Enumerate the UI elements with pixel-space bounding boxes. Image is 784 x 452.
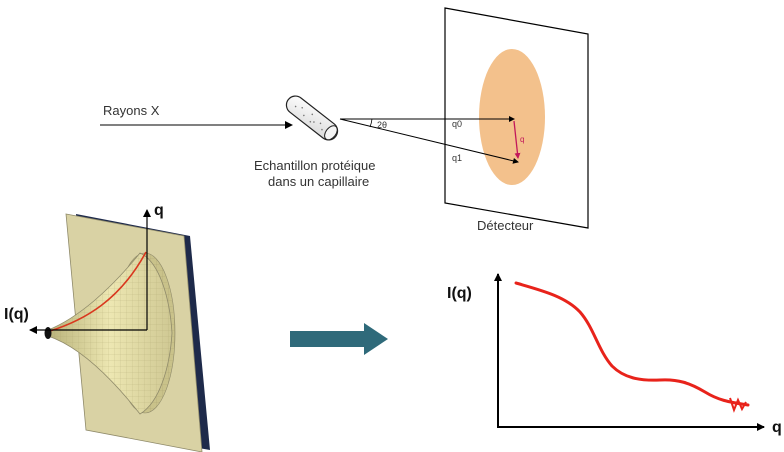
q1-label: q1 [452, 153, 462, 163]
surface-i-axis-label: I(q) [4, 306, 29, 323]
plot-x-label: q [772, 419, 782, 436]
detector-plane [444, 7, 589, 229]
xray-label: Rayons X [103, 103, 160, 118]
capillary-icon [285, 95, 339, 141]
angle-label: 2θ [377, 120, 387, 130]
sample-label-line1: Echantillon protéique [254, 158, 375, 173]
q0-label: q0 [452, 119, 462, 129]
detector-label: Détecteur [477, 218, 534, 233]
intensity-plot [494, 273, 765, 431]
scattered-rays [339, 116, 519, 164]
surface-q-axis-label: q [154, 202, 164, 219]
transform-arrow [290, 323, 388, 355]
scattering-vector [513, 120, 521, 159]
detector-spot [479, 49, 545, 185]
sample-label-line2: dans un capillaire [268, 174, 369, 189]
intensity-curve [514, 281, 750, 407]
q-vector-label: q [520, 135, 524, 144]
plot-y-label: I(q) [447, 285, 472, 302]
intensity-surface [29, 209, 210, 452]
